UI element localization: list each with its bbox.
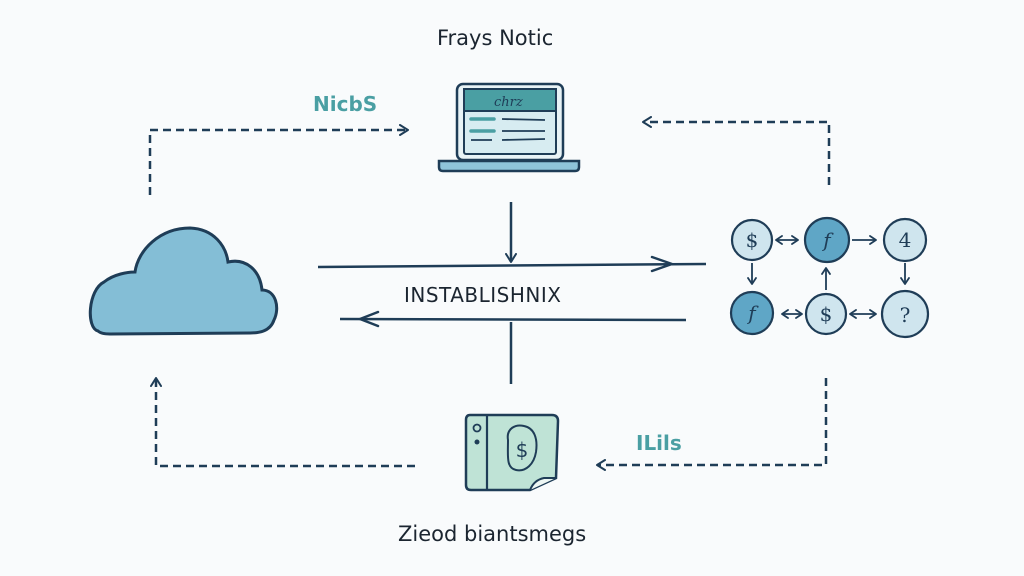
label-top-left: NicbS (313, 92, 378, 116)
label-bottom-right: ILils (636, 431, 682, 455)
diagram-title-top: Frays Notic (437, 26, 554, 50)
node-four: 4 (882, 217, 928, 263)
svg-text:?: ? (900, 303, 911, 327)
node-question: ? (880, 289, 930, 339)
center-label: INSTABLISHNIX (404, 283, 562, 307)
node-dollar-top: $ (730, 218, 774, 262)
dashed-connector-network-to-wallet (596, 378, 828, 471)
central-flow (317, 202, 707, 384)
svg-text:$: $ (746, 228, 759, 252)
diagram-title-bottom: Zieod biantsmegs (398, 522, 587, 546)
laptop-screen-text: chrz (494, 95, 523, 110)
arrow-left-to-cloud (339, 317, 687, 322)
svg-text:4: 4 (899, 228, 912, 252)
svg-text:$: $ (820, 302, 833, 326)
cloud-icon (88, 226, 279, 336)
dashed-connector-network-to-laptop (642, 116, 831, 185)
laptop-icon: chrz (437, 82, 581, 173)
node-network: $ f 4 f $ ? (729, 216, 930, 339)
node-function-top: f (803, 216, 851, 264)
wallet-dollar-glyph: $ (516, 438, 529, 462)
dashed-connector-cloud-to-laptop (148, 124, 409, 195)
node-dollar-bottom: $ (804, 292, 848, 336)
arrow-right-to-network (317, 262, 707, 269)
node-function-bottom: f (729, 290, 775, 336)
wallet-icon: $ (464, 413, 560, 492)
dashed-connector-wallet-to-cloud (150, 377, 415, 468)
